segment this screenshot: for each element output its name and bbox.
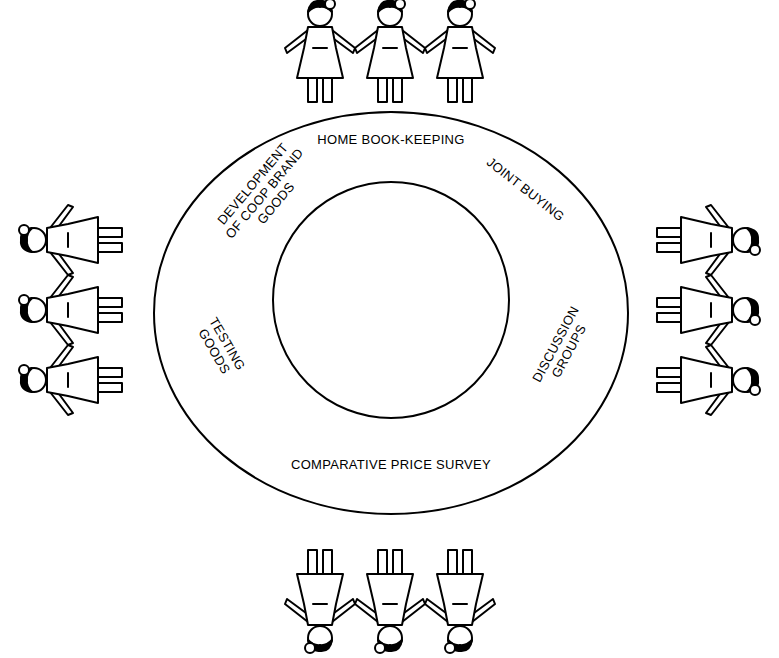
- person-figure: [657, 345, 760, 415]
- activity-label: COMPARATIVE PRICE SURVEY: [291, 458, 491, 473]
- person-figure: [355, 0, 425, 102]
- person-figure: [355, 550, 425, 653]
- person-figure: [19, 345, 122, 415]
- activity-ring: HOME BOOK-KEEPINGJOINT BUYINGDISCUSSION …: [152, 110, 630, 516]
- person-figure: [425, 550, 495, 653]
- inner-circle: [273, 182, 509, 418]
- person-figure: [19, 205, 122, 275]
- ring-outline: [152, 110, 630, 516]
- person-figure: [657, 275, 760, 345]
- person-figure: [285, 0, 355, 102]
- person-figure: [285, 550, 355, 653]
- person-figure: [657, 205, 760, 275]
- person-figure: [425, 0, 495, 102]
- person-figure: [19, 275, 122, 345]
- activity-label: HOME BOOK-KEEPING: [317, 133, 464, 148]
- outer-ellipse: [154, 112, 628, 514]
